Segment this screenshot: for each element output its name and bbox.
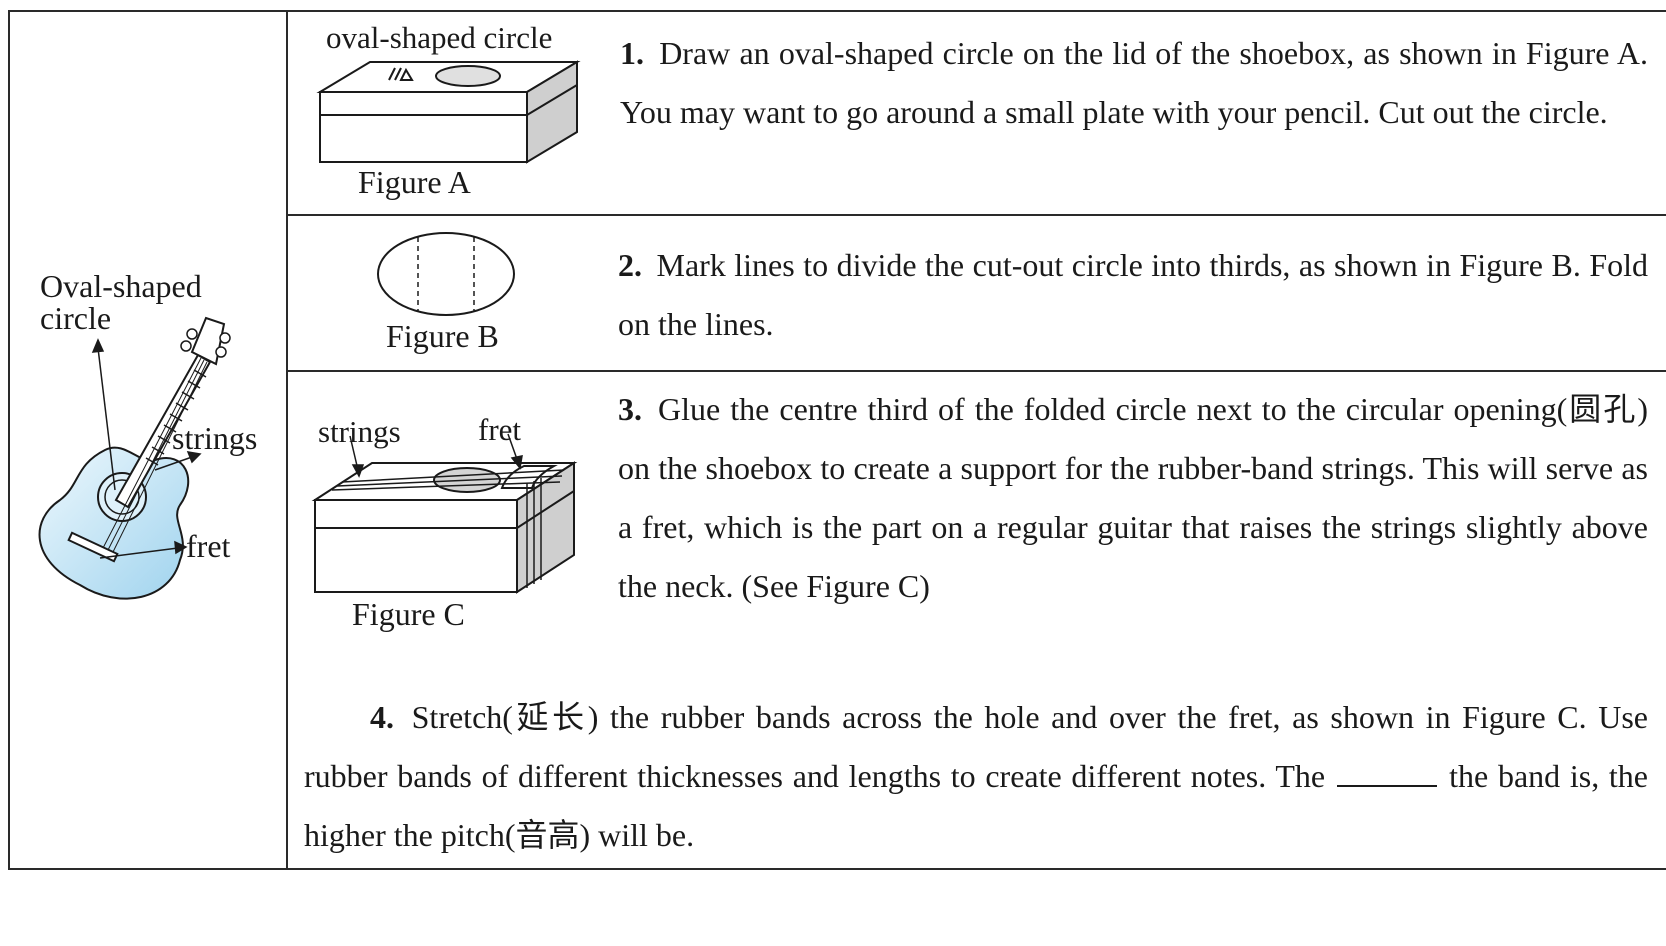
figure-c-fret-label: fret — [478, 412, 522, 447]
step-2: 2. Mark lines to divide the cut-out circ… — [618, 236, 1648, 354]
step-3-text: Glue the centre third of the folded circ… — [618, 391, 1648, 604]
figure-b-caption: Figure B — [386, 318, 499, 354]
worksheet-frame — [8, 10, 1666, 870]
step-2-text: Mark lines to divide the cut-out circle … — [618, 247, 1649, 342]
guitar-icon — [38, 316, 231, 600]
step-1: 1. Draw an oval-shaped circle on the lid… — [620, 24, 1648, 142]
oval-shaped-circle-label: Oval-shaped circle — [40, 268, 202, 336]
step-3-number: 3. — [618, 391, 642, 427]
step-4-text-after: the band is, the higher the pitch(音高) wi… — [304, 758, 1649, 853]
answer-blank[interactable] — [1337, 757, 1438, 787]
shoebox-figure-a — [316, 60, 581, 164]
step-2-number: 2. — [618, 247, 642, 283]
step-1-number: 1. — [620, 35, 644, 71]
fret-label: fret — [186, 528, 231, 564]
figure-c-strings-label: strings — [318, 414, 401, 449]
figure-a-caption: Figure A — [358, 164, 471, 200]
step-4-number: 4. — [370, 699, 394, 735]
folded-circle-figure-b — [377, 232, 515, 316]
shoebox-figure-c — [311, 433, 578, 594]
strings-label: strings — [172, 420, 258, 456]
step-1-text: Draw an oval-shaped circle on the lid of… — [620, 35, 1649, 130]
step-4-text-before: Stretch(延长) the rubber bands across the … — [304, 699, 1648, 794]
step-3: 3. Glue the centre third of the folded c… — [618, 380, 1648, 616]
step-4: 4. Stretch(延长) the rubber bands across t… — [304, 688, 1648, 865]
figure-a-top-label: oval-shaped circle — [326, 20, 553, 55]
row-divider-1 — [286, 214, 1666, 216]
column-divider — [286, 10, 288, 870]
row-divider-2 — [286, 370, 1666, 372]
figure-c-caption: Figure C — [352, 596, 465, 632]
